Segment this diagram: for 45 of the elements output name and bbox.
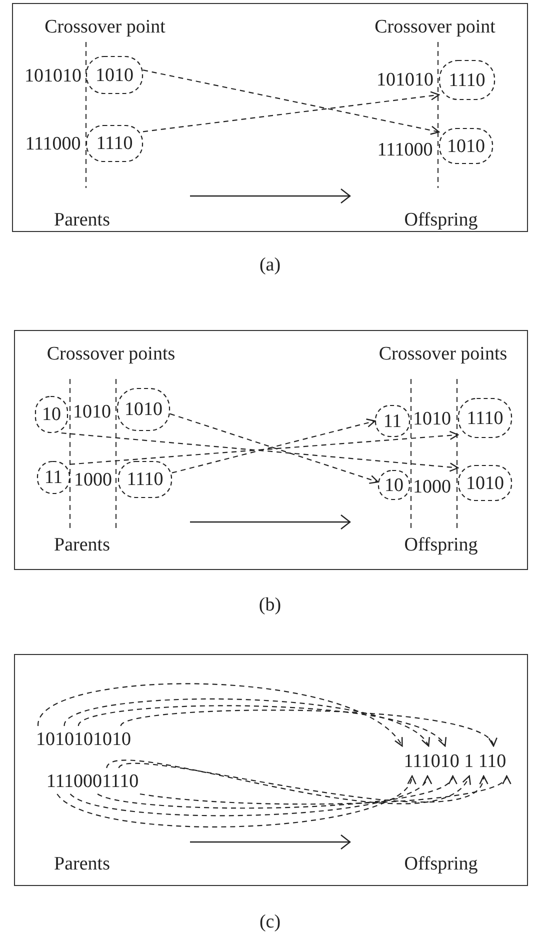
caption: (a) [259, 256, 281, 274]
offspring-label: Offspring [404, 210, 478, 230]
parents-label: Parents [54, 210, 110, 230]
bit-string: 101010 [24, 66, 82, 86]
dashed-arrow [61, 432, 459, 472]
bit-string: 1000 [413, 478, 451, 496]
gene-segment: 1110 [118, 461, 172, 498]
gene-segment: 10 [378, 470, 410, 500]
gene-segment: 1010 [117, 388, 170, 431]
gene-segment: 10 [35, 396, 68, 433]
dashed-arrow [120, 710, 494, 747]
bit-string: 1010 [413, 410, 451, 428]
gene-segment: 1010 [439, 128, 493, 164]
bit-string: 1000 [74, 470, 112, 490]
offspring-label: Offspring [404, 536, 478, 554]
gene-segment: 1110 [439, 60, 495, 100]
bit-string: 111010 1 110 [400, 746, 510, 776]
dashed-arrow [172, 418, 376, 474]
gene-segment: 11 [37, 461, 70, 494]
gene-segment: 1010 [86, 56, 143, 94]
bit-string: 1010101010 [33, 726, 134, 752]
dashed-arrow [142, 70, 440, 135]
gene-segment: 1110 [458, 398, 512, 438]
gene-segment: 1010 [458, 465, 512, 501]
crossover-label: Crossover point [44, 18, 166, 36]
bit-string: 1010 [73, 402, 111, 422]
bit-string: 101010 [376, 70, 434, 90]
gene-segment: 1110 [86, 125, 143, 162]
dashed-arrow [38, 683, 403, 747]
parents-label: Parents [54, 536, 110, 554]
offspring-label: Offspring [404, 854, 478, 874]
caption: (b) [258, 596, 282, 614]
dashed-arrow [170, 413, 379, 484]
crossover-label: Crossover points [46, 344, 176, 364]
dashed-arrow [64, 698, 430, 747]
caption: (c) [259, 912, 281, 932]
dashed-arrow [70, 430, 459, 465]
gene-segment: 11 [375, 405, 410, 437]
crossover-label: Crossover point [374, 18, 496, 36]
dashed-arrow [142, 91, 440, 132]
crossover-label: Crossover points [378, 344, 508, 364]
dashed-arrow [78, 705, 446, 747]
bit-string: 111000 [25, 134, 81, 154]
parents-label: Parents [54, 854, 110, 874]
bit-string: 111000 [377, 140, 433, 160]
